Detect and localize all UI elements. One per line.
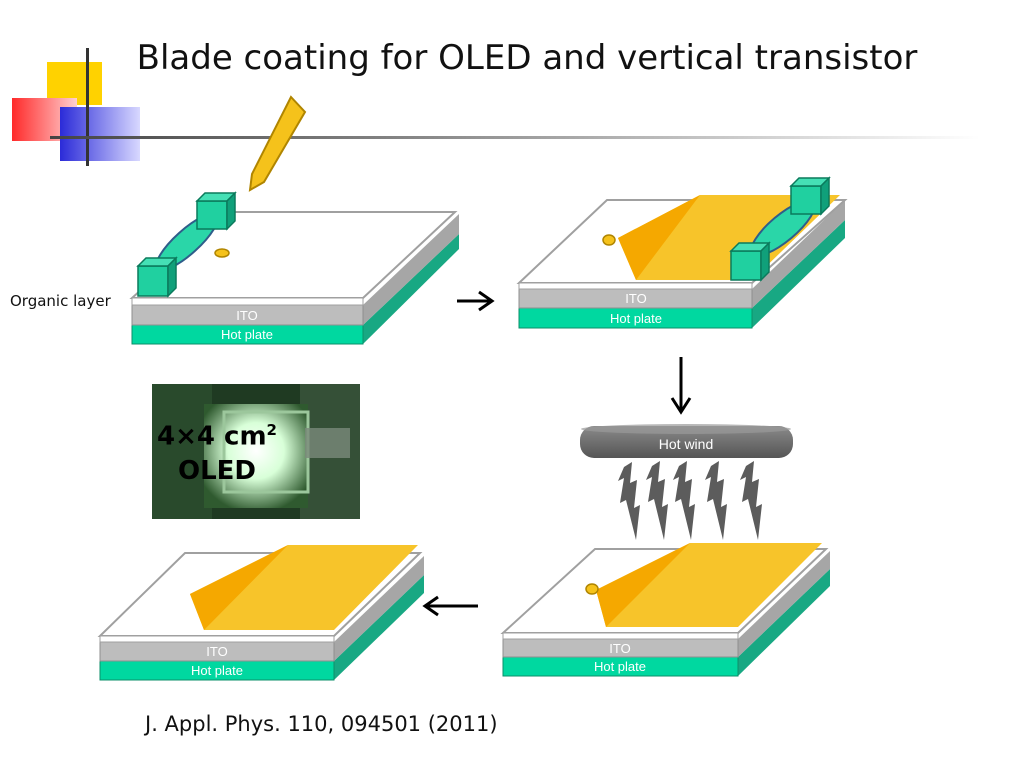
arrow-down bbox=[670, 357, 692, 415]
organic-layer-front bbox=[502, 632, 739, 640]
coating-blade bbox=[136, 191, 237, 298]
oled-size-times: × bbox=[175, 421, 197, 452]
solution-droplet bbox=[585, 583, 599, 595]
hot-wind-bar bbox=[580, 426, 793, 458]
solution-droplet bbox=[214, 248, 230, 258]
hot-plate-label-3: Hot plate bbox=[594, 659, 646, 674]
ito-label-2: ITO bbox=[625, 291, 646, 306]
arrow-right bbox=[457, 290, 495, 312]
blade-holder-bottom bbox=[137, 265, 169, 297]
hot-plate-label-4: Hot plate bbox=[191, 663, 243, 678]
hot-wind-source bbox=[580, 424, 793, 458]
hot-plate-side bbox=[738, 569, 830, 676]
organic-layer-front bbox=[99, 635, 335, 643]
oled-photo bbox=[152, 384, 360, 519]
wind-bolt-1 bbox=[618, 462, 640, 540]
organic-layer-front bbox=[518, 282, 753, 290]
hot-plate-side bbox=[334, 575, 424, 680]
ito-label-3: ITO bbox=[609, 641, 630, 656]
wind-bolt-2 bbox=[646, 461, 668, 540]
ito-side bbox=[334, 556, 424, 661]
ito-label-4: ITO bbox=[206, 644, 227, 659]
hot-wind-label: Hot wind bbox=[659, 436, 713, 452]
blade-holder-bottom-side bbox=[760, 241, 770, 282]
coated-film-shade bbox=[618, 195, 700, 280]
blade-holder-bottom-side bbox=[167, 256, 177, 298]
ito-side bbox=[752, 200, 845, 308]
logo-vertical-line bbox=[86, 48, 89, 166]
oled-size-base: 4 bbox=[157, 421, 176, 452]
corner-logo bbox=[0, 0, 160, 170]
oled-size-line: 4×4 cm2 bbox=[152, 413, 282, 454]
blade-holder-bottom bbox=[730, 250, 762, 281]
hot-wind-streams bbox=[618, 461, 762, 540]
oled-device-label: OLED bbox=[177, 455, 256, 486]
stack-step-2 bbox=[516, 176, 848, 329]
blade-holder-top bbox=[790, 185, 822, 215]
hot-plate-side bbox=[752, 220, 845, 328]
solution-droplet bbox=[602, 234, 616, 246]
hot-plate-label-1: Hot plate bbox=[221, 327, 273, 342]
citation: J. Appl. Phys. 110, 094501 (2011) bbox=[145, 712, 498, 736]
arrow-left bbox=[422, 595, 478, 617]
wind-bolt-3 bbox=[673, 461, 695, 540]
blade-holder-top-side bbox=[820, 176, 830, 216]
pipette bbox=[248, 95, 307, 192]
stack-step-4 bbox=[97, 545, 424, 681]
photo-shade-left bbox=[152, 384, 212, 519]
blade-holder-front-top bbox=[196, 200, 228, 230]
ito-side bbox=[738, 551, 830, 657]
oled-size-unit: 4 cm bbox=[196, 421, 267, 452]
stack-step-3 bbox=[500, 543, 830, 677]
organic-layer-front bbox=[131, 297, 364, 306]
ito-label-1: ITO bbox=[236, 308, 257, 323]
stack-step-1 bbox=[129, 95, 459, 345]
ito-side bbox=[363, 214, 459, 325]
wind-bolt-5 bbox=[740, 461, 762, 540]
probe-clip bbox=[305, 428, 350, 458]
hot-wind-bar-top bbox=[581, 424, 791, 434]
coating-blade bbox=[729, 176, 831, 282]
wind-bolt-4 bbox=[705, 461, 727, 540]
blade-holder-front-top-side bbox=[226, 191, 236, 231]
organic-layer-label: Organic layer bbox=[10, 292, 111, 310]
slide-title: Blade coating for OLED and vertical tran… bbox=[136, 38, 918, 78]
oled-size-superscript: 2 bbox=[266, 421, 277, 439]
logo-yellow-square bbox=[47, 62, 102, 105]
title-underline bbox=[50, 136, 980, 139]
logo-blue-square bbox=[60, 107, 140, 161]
coated-film-shade bbox=[190, 545, 288, 630]
coated-film-shade bbox=[596, 543, 690, 627]
oled-photo-caption: 4×4 cm2 OLED bbox=[152, 413, 282, 488]
hot-plate-side bbox=[363, 234, 459, 344]
hot-plate-label-2: Hot plate bbox=[610, 311, 662, 326]
